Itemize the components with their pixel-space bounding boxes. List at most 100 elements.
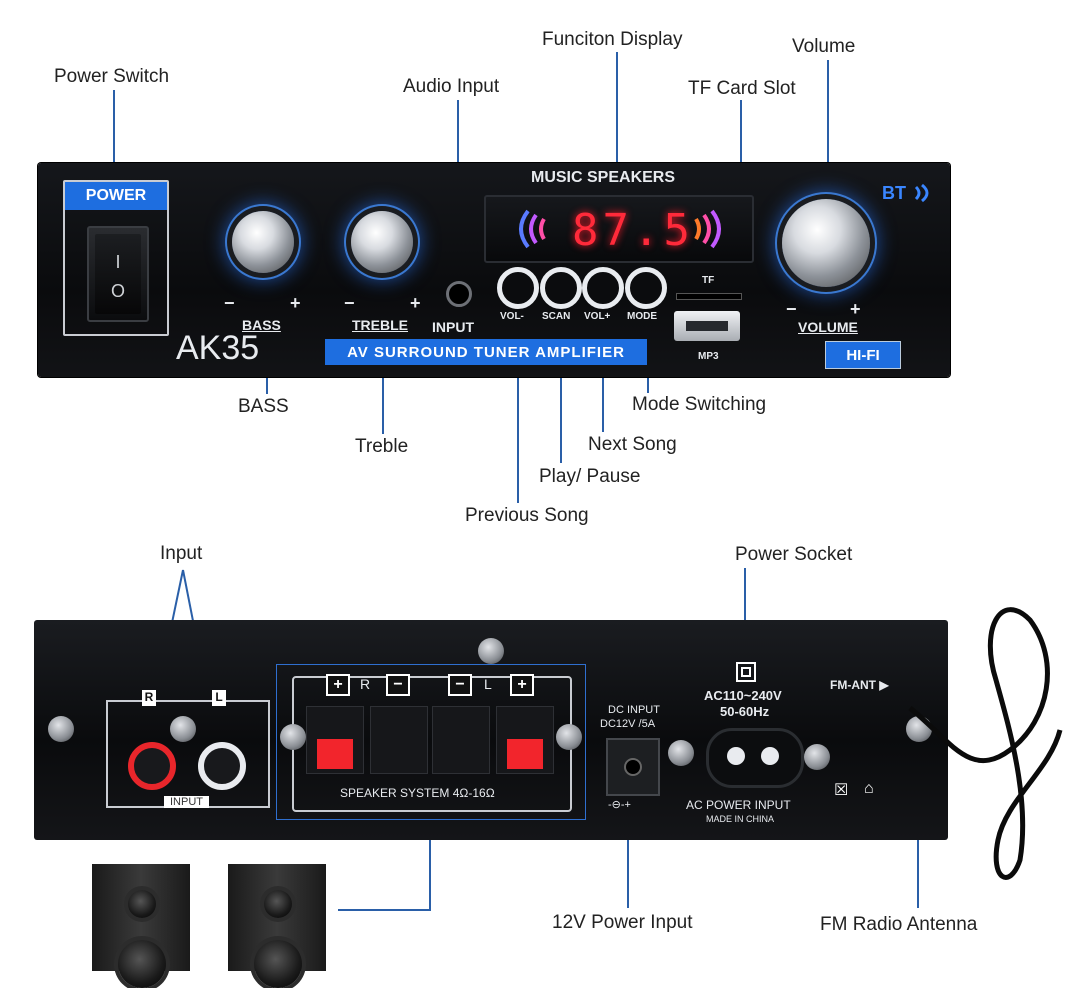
volume-plus: +: [850, 299, 861, 319]
fm-ant-label: FM-ANT ▶: [830, 678, 889, 692]
treble-minus: −: [344, 293, 355, 313]
rca-right-jack[interactable]: [128, 742, 176, 790]
screw: [668, 740, 694, 766]
screw: [804, 744, 830, 770]
bass-label: BASS: [242, 317, 281, 333]
screw: [170, 716, 196, 742]
mode-button[interactable]: [625, 267, 667, 309]
rca-l-tag: L: [212, 690, 226, 706]
audio-input-jack[interactable]: [446, 281, 472, 307]
bass-minus: −: [224, 293, 235, 313]
callout-tf-card-slot: TF Card Slot: [688, 78, 796, 99]
tweeter: [128, 890, 156, 918]
mp3-label: MP3: [698, 351, 719, 362]
display-title: MUSIC SPEAKERS: [531, 169, 676, 186]
rca-input-tag: INPUT: [164, 796, 209, 808]
ac-range-label: AC110~240V: [704, 688, 782, 703]
front-panel: POWER I O − + − + BASS TREBLE INPUT AK35…: [38, 163, 950, 377]
tweeter: [264, 890, 292, 918]
home-icon: ⌂: [864, 780, 874, 797]
hifi-badge: HI-FI: [825, 341, 901, 369]
display-digits: 87.5: [572, 205, 694, 256]
bass-plus: +: [290, 293, 301, 313]
double-insulation-icon: [736, 662, 756, 682]
speaker-cabinet-right: [228, 864, 326, 988]
input-label: INPUT: [432, 319, 474, 335]
bt-label: BT: [882, 183, 906, 203]
weee-bin-icon: ☒: [834, 782, 849, 799]
speaker-system-label: SPEAKER SYSTEM 4Ω-16Ω: [340, 786, 495, 800]
ac-power-input-label: AC POWER INPUT: [686, 798, 791, 812]
speaker-clip-r-plus[interactable]: [306, 706, 364, 774]
callout-fm-antenna: FM Radio Antenna: [820, 914, 978, 935]
screw: [280, 724, 306, 750]
volume-label: VOLUME: [798, 319, 858, 335]
callout-audio-input: Audio Input: [403, 76, 500, 97]
callout-power-switch: Power Switch: [54, 66, 170, 87]
speaker-clip-r-minus[interactable]: [370, 706, 428, 774]
spk-l-plus: +: [510, 674, 534, 696]
power-rocker-switch[interactable]: I O: [87, 226, 149, 322]
treble-knob[interactable]: [351, 211, 413, 273]
scan-label: SCAN: [542, 311, 571, 322]
woofer: [254, 940, 302, 988]
callout-bass: BASS: [238, 396, 289, 417]
volume-minus: −: [786, 299, 797, 319]
vol-minus-button[interactable]: [497, 267, 539, 309]
speaker-terminal-outer: [276, 664, 586, 820]
fm-antenna-cable-icon: [908, 607, 1063, 880]
rca-r-tag: R: [142, 690, 156, 706]
dc-spec-label: DC12V /5A: [600, 718, 656, 730]
rocker-off-mark: O: [110, 281, 125, 301]
rocker-on-mark: I: [115, 252, 121, 272]
power-switch-frame: POWER I O: [63, 180, 169, 336]
callout-mode-switching: Mode Switching: [632, 394, 767, 415]
callout-function-display: Funciton Display: [542, 29, 683, 50]
spk-r-minus: −: [386, 674, 410, 696]
speaker-cabinet-left: [92, 864, 190, 988]
scan-button[interactable]: [540, 267, 582, 309]
sound-wave-right-icon: [694, 209, 721, 249]
spk-r-plus: +: [326, 674, 350, 696]
callout-volume: Volume: [792, 36, 856, 57]
callout-input: Input: [160, 543, 203, 564]
rear-panel: R L INPUT + R − − L + SPEAKER SYSTEM 4Ω-…: [34, 620, 948, 840]
sound-wave-left-icon: [519, 209, 546, 249]
screw: [478, 638, 504, 664]
spk-r-label: R: [360, 676, 371, 692]
bass-knob[interactable]: [232, 211, 294, 273]
speaker-clip-l-plus[interactable]: [496, 706, 554, 774]
callout-treble: Treble: [355, 436, 409, 457]
power-label: POWER: [65, 182, 167, 210]
dc-input-label: DC INPUT: [608, 704, 660, 716]
screw: [556, 724, 582, 750]
callout-12v-power-input: 12V Power Input: [552, 912, 693, 933]
dc-power-jack[interactable]: [606, 738, 660, 796]
av-banner: AV SURROUND TUNER AMPLIFIER: [325, 339, 647, 365]
volume-knob[interactable]: [782, 199, 870, 287]
callout-play-pause: Play/ Pause: [539, 466, 641, 487]
vol-plus-label: VOL+: [584, 311, 611, 322]
ac-freq-label: 50-60Hz: [720, 704, 770, 719]
bluetooth-signal-icon: [914, 183, 929, 203]
vol-minus-label: VOL-: [500, 311, 524, 322]
speaker-clip-l-minus[interactable]: [432, 706, 490, 774]
ac-power-socket[interactable]: [706, 728, 804, 788]
mode-label: MODE: [627, 311, 657, 322]
spk-l-label: L: [484, 676, 492, 692]
dc-polarity-label: -⊖-+: [608, 799, 631, 811]
tf-label: TF: [702, 275, 715, 286]
screw: [48, 716, 74, 742]
rca-left-jack[interactable]: [198, 742, 246, 790]
treble-label: TREBLE: [352, 317, 408, 333]
function-display: 87.5: [484, 195, 754, 263]
made-in-label: MADE IN CHINA: [706, 814, 775, 824]
model-label: AK35: [176, 329, 260, 367]
callout-next-song: Next Song: [588, 434, 677, 455]
tf-card-slot[interactable]: [676, 293, 742, 300]
usb-port[interactable]: [674, 311, 740, 341]
spk-l-minus: −: [448, 674, 472, 696]
callout-previous-song: Previous Song: [465, 505, 589, 526]
vol-plus-button[interactable]: [582, 267, 624, 309]
treble-plus: +: [410, 293, 421, 313]
